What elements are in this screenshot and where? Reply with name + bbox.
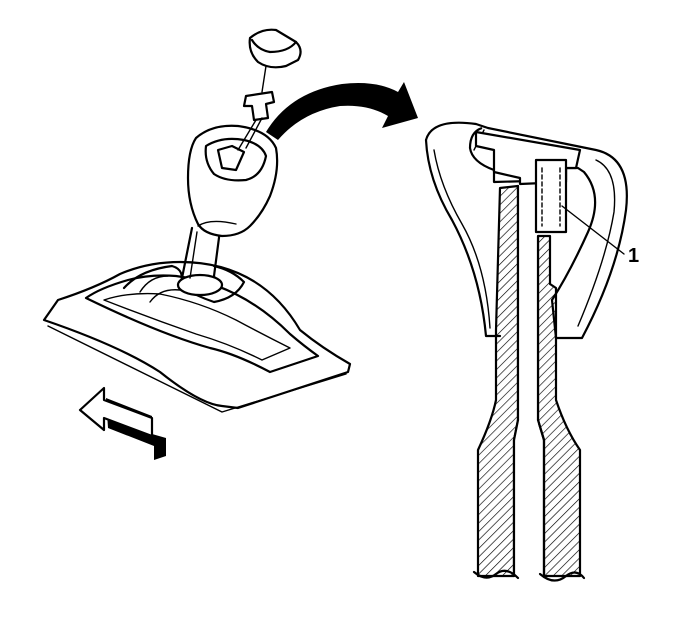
knob-cap bbox=[248, 28, 302, 93]
shift-lever-shaft bbox=[176, 226, 224, 297]
callout-1-leader bbox=[561, 205, 625, 255]
retainer-insert bbox=[534, 158, 568, 234]
curved-arrow-icon bbox=[266, 82, 418, 140]
direction-arrow-icon bbox=[78, 386, 166, 460]
callout-1-label: 1 bbox=[628, 245, 639, 267]
callout-1: 1 bbox=[561, 205, 639, 267]
knob-cross-section bbox=[424, 121, 628, 582]
shifter-assembly bbox=[42, 28, 352, 460]
knob-retainer-clip bbox=[237, 90, 276, 151]
shift-knob bbox=[186, 124, 279, 238]
